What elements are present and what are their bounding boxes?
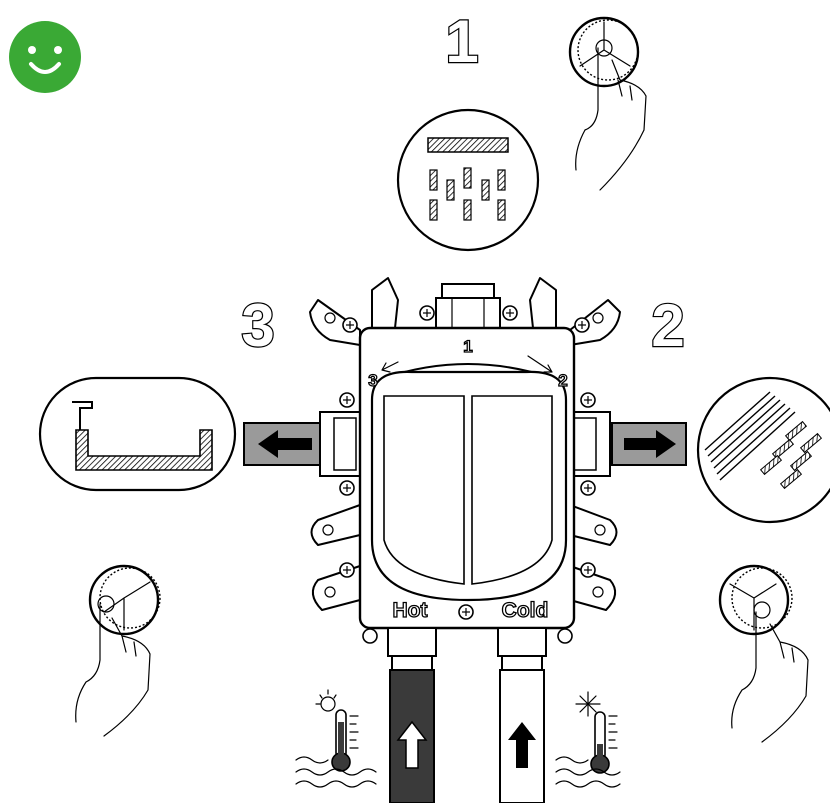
hand-press-knob-3 <box>76 566 160 736</box>
thermometer-sun-icon <box>296 690 376 787</box>
cold-inlet-pipe <box>500 670 544 803</box>
hand-press-knob-1 <box>570 18 646 190</box>
bathtub-icon <box>40 378 235 490</box>
outlet-3-number: 3 <box>241 292 274 359</box>
outlet-2-number: 2 <box>651 292 684 359</box>
cold-label: Cold <box>502 599 549 622</box>
dial-position-2: 2 <box>558 371 567 390</box>
dial-position-3: 3 <box>368 371 377 390</box>
outlet-2-pipe <box>612 423 686 465</box>
hot-label: Hot <box>393 599 428 622</box>
hot-inlet-pipe <box>390 670 434 803</box>
body-jets-icon <box>698 378 830 522</box>
outlet-3-pipe <box>244 423 322 465</box>
thermometer-snowflake-icon <box>556 692 620 787</box>
valve-body: 1 2 3 Hot Cold <box>360 328 574 628</box>
hand-press-knob-2 <box>720 566 808 742</box>
rain-shower-icon <box>398 110 538 250</box>
outlet-1-number: 1 <box>445 8 478 75</box>
smiley-face-icon <box>9 21 81 93</box>
dial-position-1: 1 <box>463 337 472 356</box>
top-fitting <box>436 284 500 330</box>
inlet-fittings <box>388 628 546 670</box>
